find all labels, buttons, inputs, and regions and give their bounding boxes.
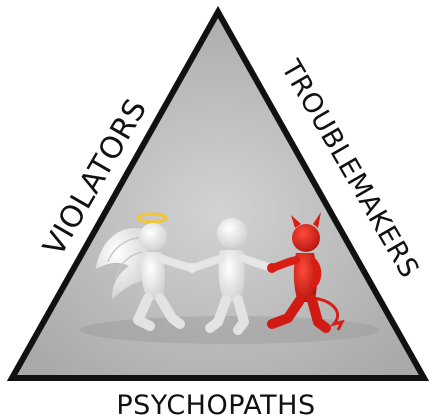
- halo-icon: [136, 212, 168, 224]
- neutral-figure-icon: [188, 218, 276, 335]
- handshake-left-icon: [187, 263, 197, 273]
- handshake-right-icon: [267, 263, 277, 273]
- floor-shadow: [80, 316, 380, 344]
- bottom-label: PSYCHOPATHS: [116, 390, 315, 419]
- devil-figure-icon: [267, 212, 345, 333]
